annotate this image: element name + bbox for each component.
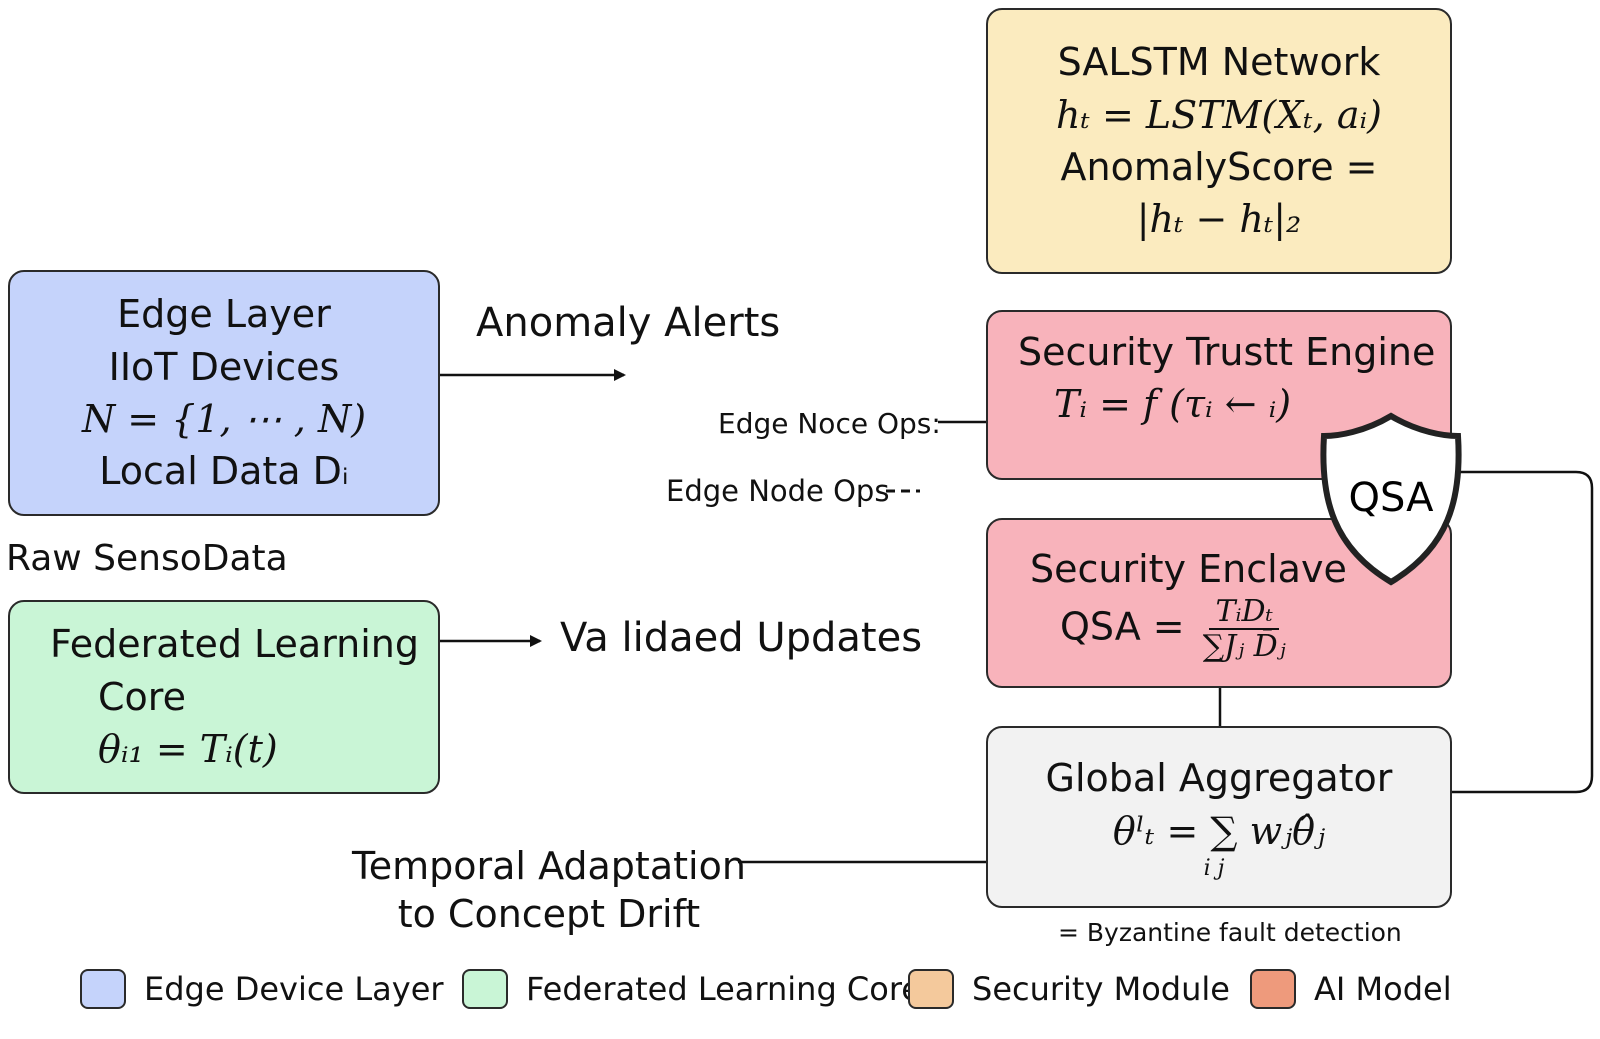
legend-label-ai: AI Model [1314, 970, 1452, 1008]
temporal-adaptation-line-2: to Concept Drift [397, 892, 701, 936]
feedback-loop-line [1452, 470, 1594, 794]
qsa-shield-icon: QSA [1320, 412, 1462, 586]
salstm-lstm-equation: hₜ = LSTM(Xₜ, aᵢ) [1056, 92, 1382, 137]
enclave-title: Security Enclave [1030, 546, 1347, 591]
global-aggregator-box: Global Aggregator θˡₜ = ∑ wⱼθ̂ⱼ i j [986, 726, 1452, 908]
legend-item-ai-model: AI Model [1250, 967, 1452, 1011]
enclave-denominator: ∑Jⱼ D̄ⱼ [1202, 629, 1286, 665]
legend-label-fl: Federated Learning Core [526, 970, 921, 1008]
security-trust-engine-box: Security Trustt Engine Tᵢ = f (τᵢ ← ᵢ) [986, 310, 1452, 480]
edge-layer-title: Edge Layer [117, 292, 331, 337]
qsa-shield-label: QSA [1349, 475, 1435, 521]
edge-layer-local-data: Local Data Dᵢ [99, 449, 349, 494]
temporal-adaptation-line-1: Temporal Adaptation [352, 844, 746, 888]
legend-swatch-security [908, 969, 954, 1009]
enclave-equation-lhs: QSA = [1060, 604, 1185, 649]
fl-core-title-2: Core [98, 674, 186, 719]
edge-layer-subtitle: IIoT Devices [108, 344, 340, 389]
legend-item-edge-device-layer: Edge Device Layer [80, 967, 444, 1011]
legend-label-edge: Edge Device Layer [144, 970, 444, 1008]
legend-swatch-edge [80, 969, 126, 1009]
legend-swatch-fl [462, 969, 508, 1009]
salstm-title: SALSTM Network [1057, 40, 1381, 85]
enclave-fraction: TᵢDₜ ∑Jⱼ D̄ⱼ [1203, 595, 1286, 663]
trust-engine-equation: Tᵢ = f (τᵢ ← ᵢ) [1054, 382, 1292, 427]
enclave-numerator: TᵢDₜ [1209, 595, 1279, 631]
byzantine-fault-label: = Byzantine fault detection [1058, 918, 1402, 947]
legend-item-security-module: Security Module [908, 967, 1230, 1011]
trust-engine-title: Security Trustt Engine [1018, 330, 1436, 374]
salstm-network-box: SALSTM Network hₜ = LSTM(Xₜ, aᵢ) Anomaly… [986, 8, 1452, 274]
security-enclave-box: Security Enclave QSA = TᵢDₜ ∑Jⱼ D̄ⱼ [986, 518, 1452, 688]
edge-layer-box: Edge Layer IIoT Devices N = {1, ⋯ , N) L… [8, 270, 440, 516]
fl-core-box: Federated Learning Core θᵢ₁ = Tᵢ(t) [8, 600, 440, 794]
aggregator-sum-indices: i j [1203, 856, 1225, 882]
temporal-adaptation-label: Temporal Adaptation to Concept Drift [352, 842, 746, 938]
anomaly-alerts-label: Anomaly Alerts [476, 300, 781, 346]
enclave-equation: QSA = TᵢDₜ ∑Jⱼ D̄ⱼ [1060, 595, 1286, 663]
salstm-norm-equation: |hₜ − hₜ|₂ [1136, 197, 1302, 242]
legend-swatch-ai [1250, 969, 1296, 1009]
aggregator-title: Global Aggregator [1045, 756, 1393, 801]
raw-sensor-data-label: Raw SensoData [6, 538, 288, 579]
edge-noce-ops-label: Edge Noce Ops: [718, 407, 941, 440]
fl-core-title: Federated Learning [50, 622, 420, 667]
legend-label-security: Security Module [972, 970, 1230, 1008]
edge-node-ops-label: Edge Node Ops [666, 474, 890, 508]
salstm-anomaly-score: AnomalyScore = [1060, 145, 1378, 189]
aggregator-equation: θˡₜ = ∑ wⱼθ̂ⱼ [1112, 808, 1326, 853]
fl-core-equation: θᵢ₁ = Tᵢ(t) [98, 727, 278, 772]
edge-layer-set-equation: N = {1, ⋯ , N) [81, 397, 367, 441]
validated-updates-label: Va lidaed Updates [560, 615, 923, 661]
legend-item-federated-learning-core: Federated Learning Core [462, 967, 921, 1011]
